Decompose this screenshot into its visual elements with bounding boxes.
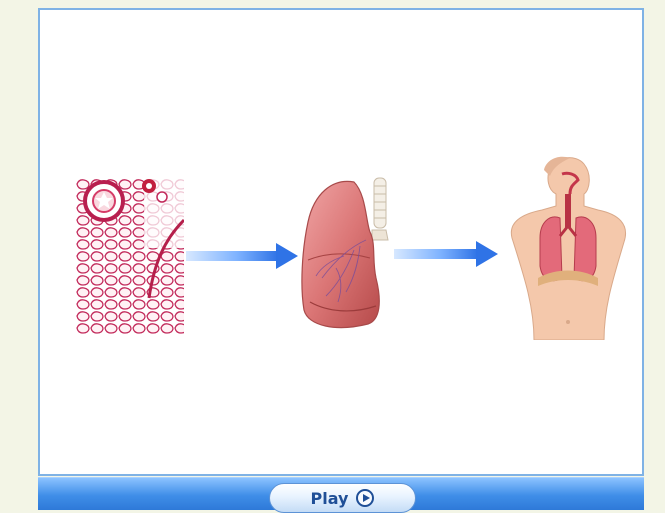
play-circle-icon xyxy=(356,489,374,507)
control-bar: Play xyxy=(38,477,644,510)
play-label: Play xyxy=(311,489,349,508)
play-button[interactable]: Play xyxy=(269,483,416,513)
animation-panel xyxy=(38,8,644,476)
arrow-right-icon xyxy=(186,241,298,271)
lung-tissue-icon xyxy=(76,178,184,334)
human-respiratory-system-icon xyxy=(504,156,632,340)
arrow-right-icon xyxy=(394,239,498,269)
lung-icon xyxy=(296,174,392,332)
